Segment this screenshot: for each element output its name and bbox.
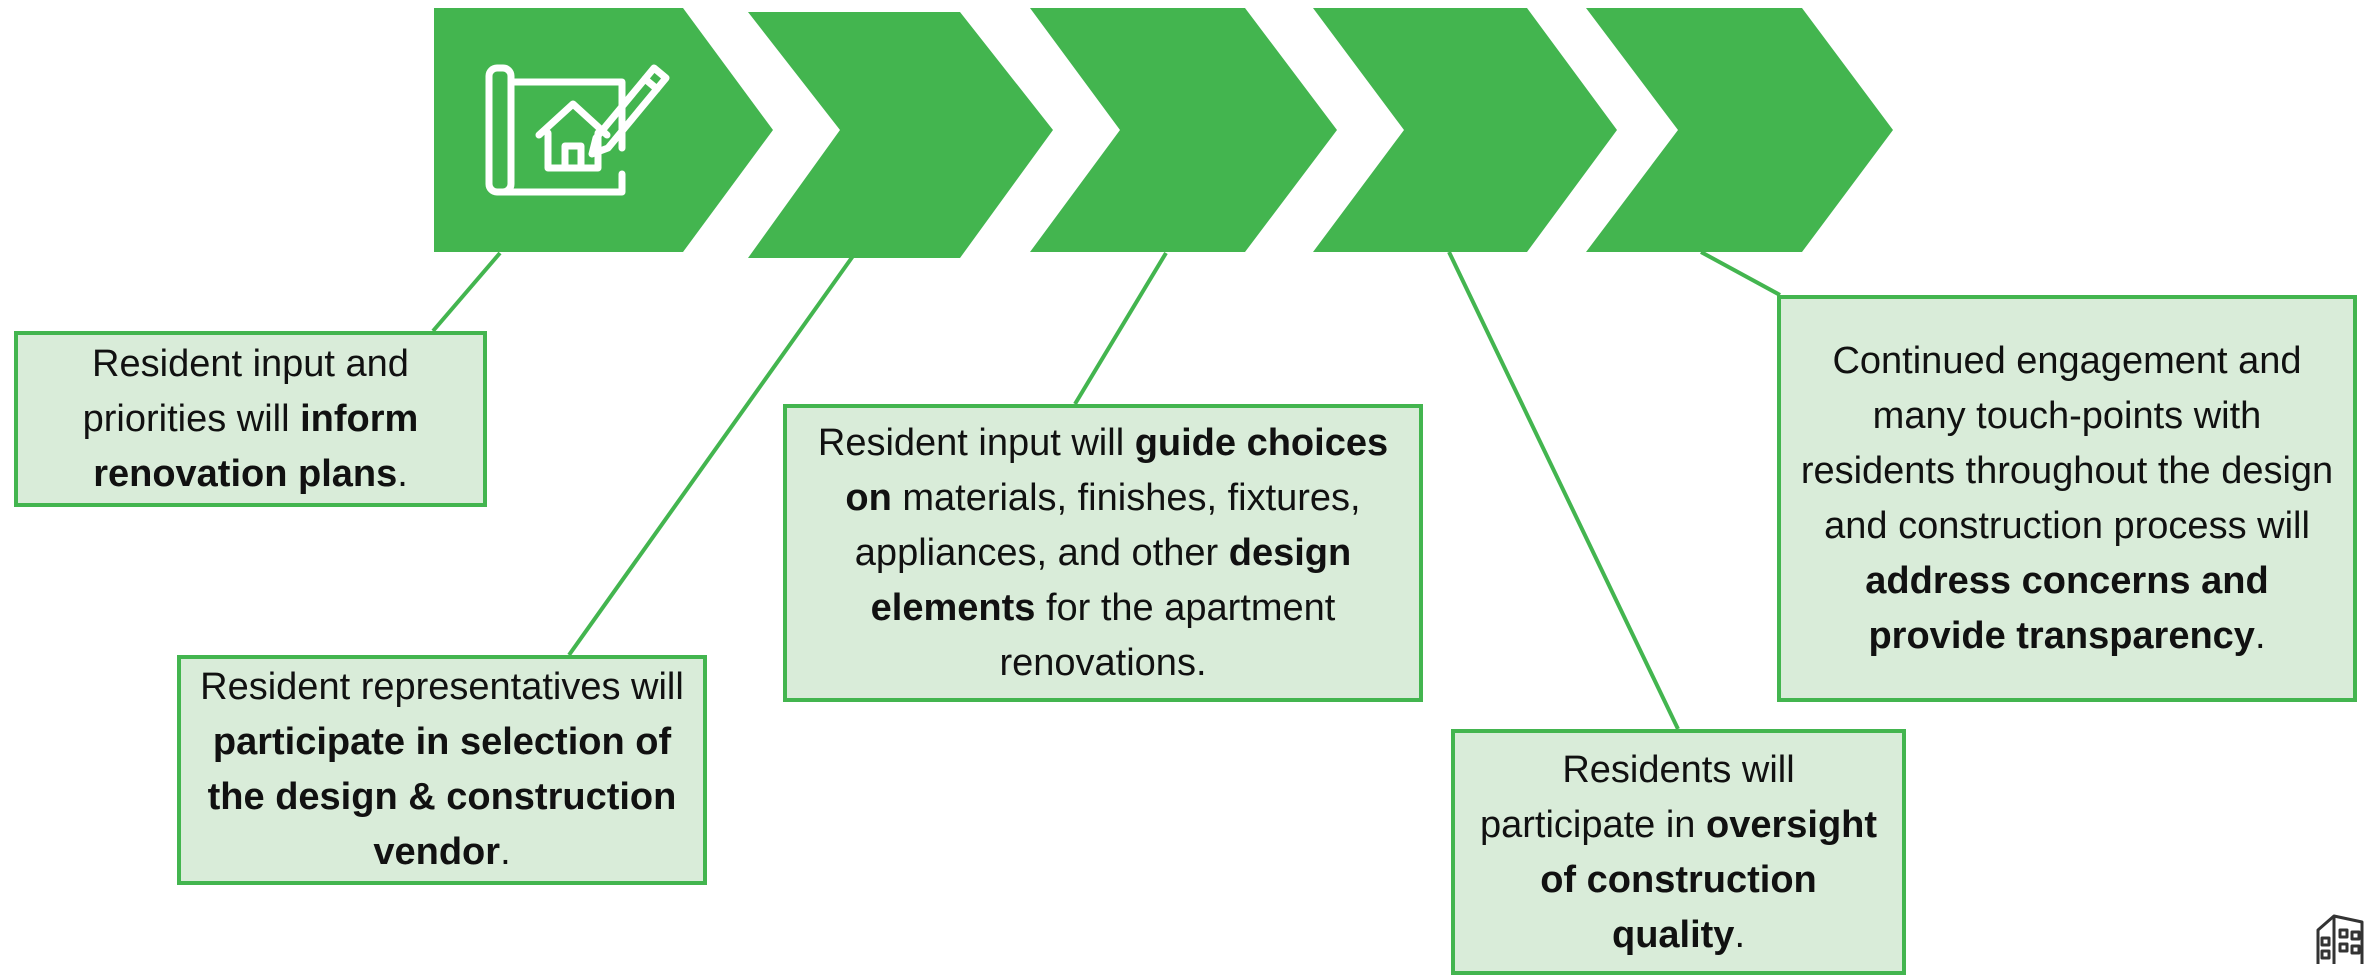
connector-line-5	[1700, 250, 1781, 297]
connector-line-3	[1073, 251, 1168, 406]
connector-line-2	[567, 254, 855, 657]
step-1-text: Resident input and priorities will infor…	[82, 342, 419, 495]
step-4-text-box: Residents will participate in oversight …	[1451, 729, 1906, 975]
step-2-chevron	[748, 12, 1053, 258]
step-4-chevron	[1313, 8, 1617, 252]
blueprint-house-pencil-icon	[485, 64, 670, 196]
step-3-text: Resident input will guide choices on mat…	[817, 421, 1389, 684]
step-1-text-box: Resident input and priorities will infor…	[14, 331, 487, 507]
connector-line-1	[431, 251, 502, 333]
step-5-text-box: Continued engagement and many touch-poin…	[1777, 295, 2357, 702]
step-3-chevron	[1030, 8, 1337, 252]
step-3-text-box: Resident input will guide choices on mat…	[783, 404, 1423, 702]
step-5-text: Continued engagement and many touch-poin…	[1800, 339, 2334, 657]
building-icon	[2316, 914, 2364, 964]
step-5-chevron	[1586, 8, 1893, 252]
step-2-text: Resident representatives will participat…	[200, 666, 684, 873]
step-2-text-box: Resident representatives will participat…	[177, 655, 707, 885]
step-4-text: Residents will participate in oversight …	[1479, 749, 1878, 956]
connector-line-4	[1447, 251, 1680, 730]
